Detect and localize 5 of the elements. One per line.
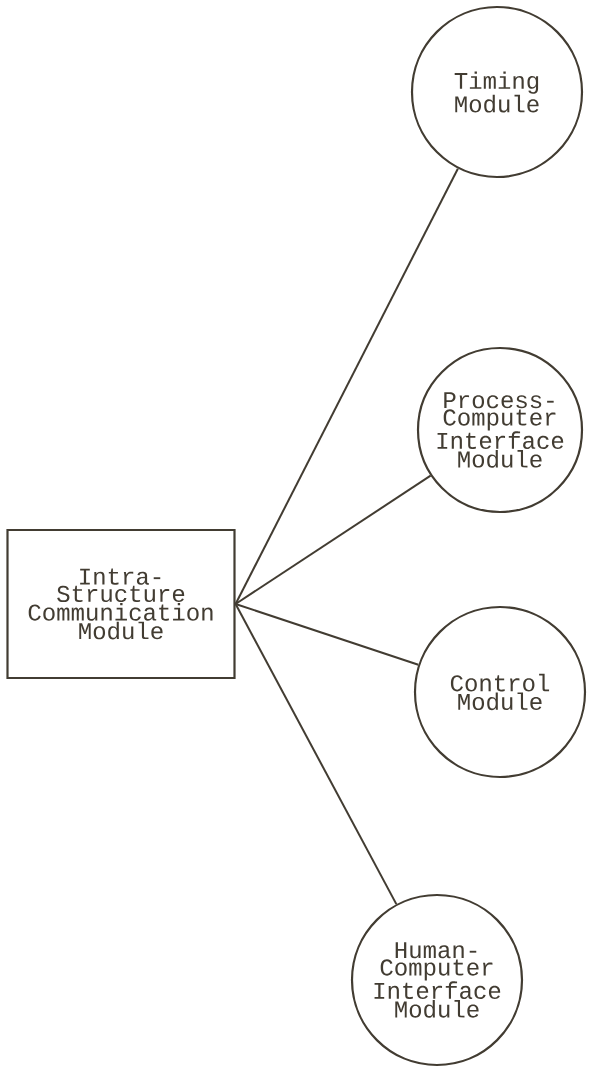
connector-line: [234, 167, 459, 605]
connector-line: [234, 603, 398, 906]
connector-line: [234, 474, 432, 605]
connector-line: [234, 603, 420, 666]
module-box: Intra- Structure Communication Module: [6, 528, 236, 680]
